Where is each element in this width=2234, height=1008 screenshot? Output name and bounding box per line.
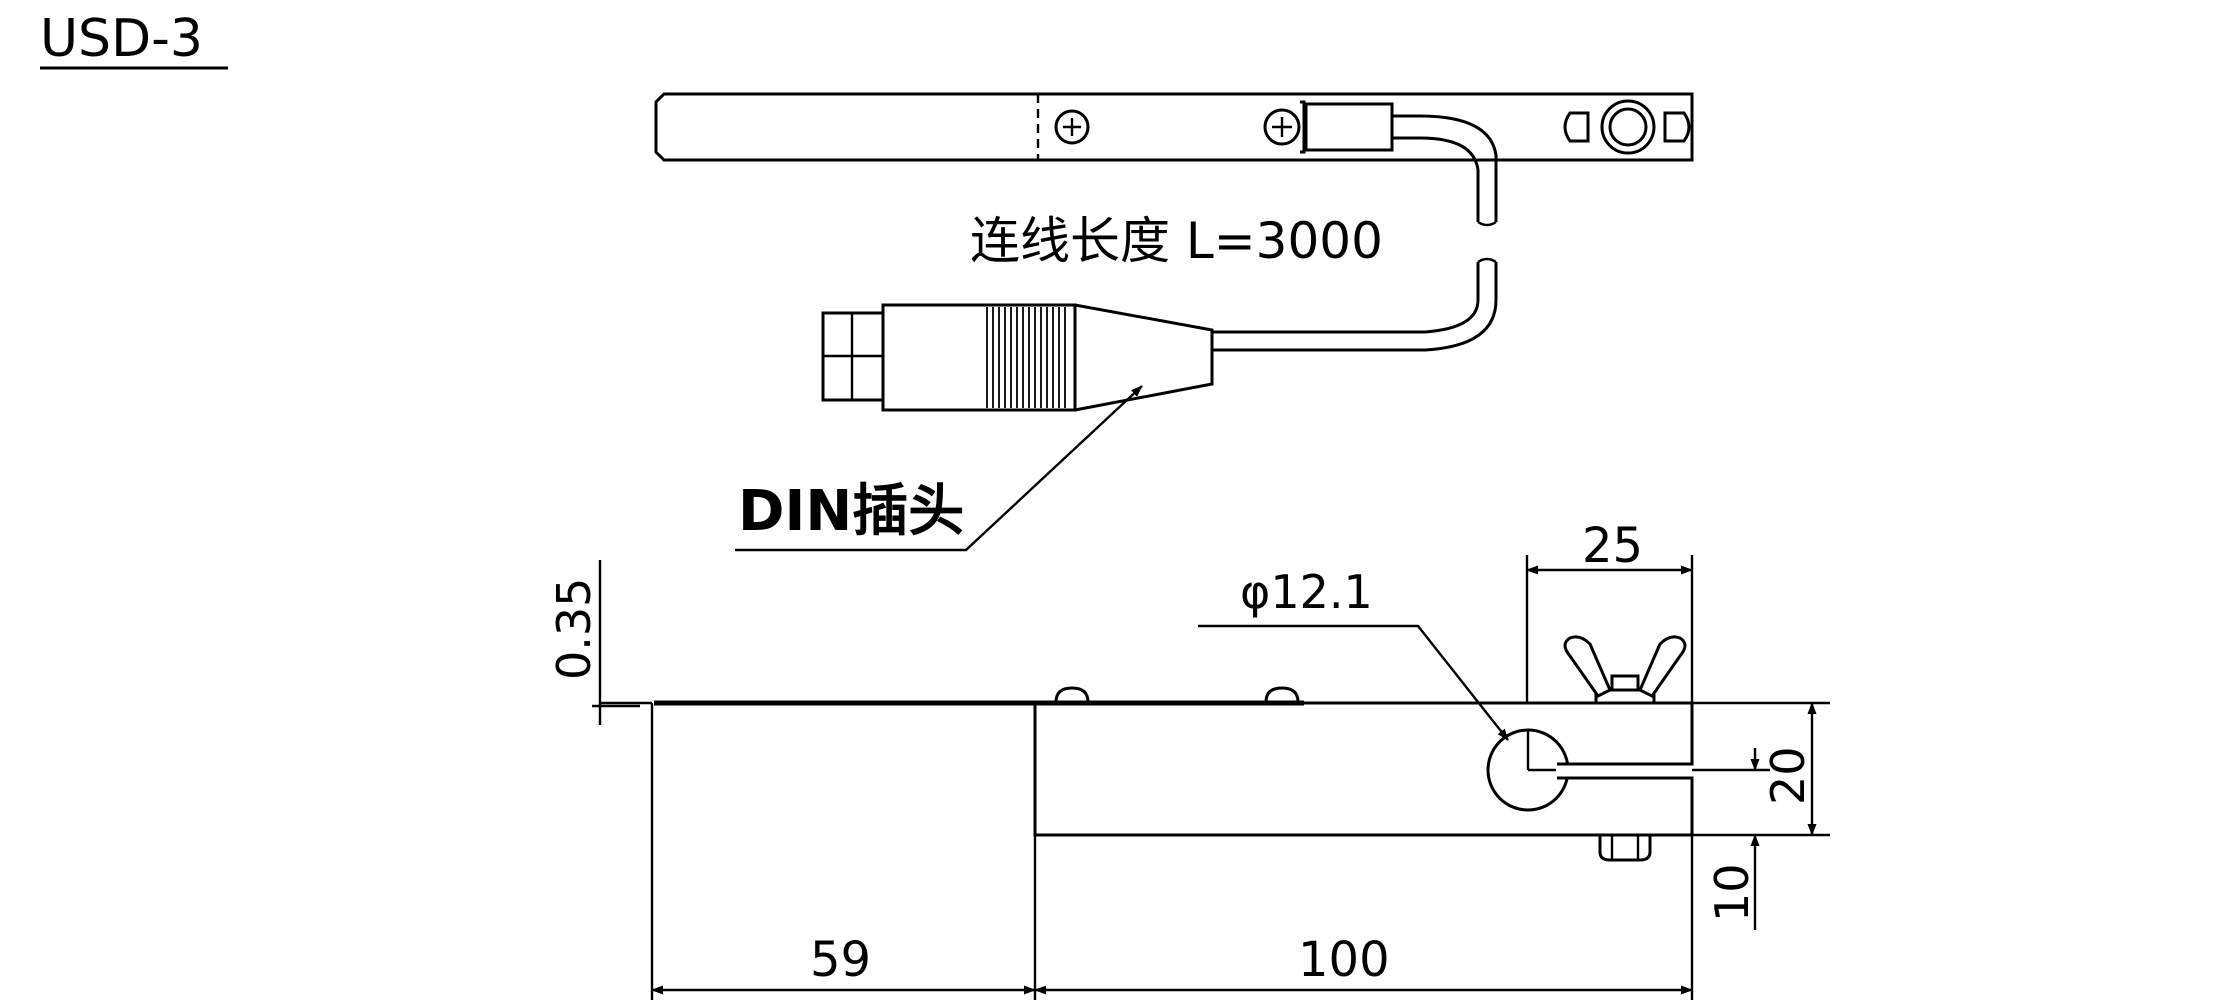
cable bbox=[1212, 114, 1498, 352]
dim-main-length: 100 bbox=[1034, 932, 1693, 995]
top-view bbox=[654, 92, 1694, 162]
dim-slot-offset: 10 bbox=[1705, 748, 1760, 930]
top-view-bar bbox=[654, 92, 1694, 162]
dim-height: 20 bbox=[1761, 702, 1817, 836]
dim-slot-offset-label: 10 bbox=[1705, 863, 1759, 922]
dim-hole-diameter: φ12.1 bbox=[1198, 565, 1509, 741]
side-view bbox=[650, 635, 1694, 1000]
wing-nut-top-icon bbox=[1563, 99, 1691, 155]
connector-leader bbox=[735, 385, 1143, 552]
dim-hole-diameter-label: φ12.1 bbox=[1240, 565, 1373, 619]
dim-left-length-label: 59 bbox=[810, 932, 871, 988]
bolt-head-icon bbox=[1598, 835, 1652, 862]
cable-clamp bbox=[1300, 100, 1394, 154]
screw-head-icon bbox=[1264, 686, 1300, 703]
wing-nut-icon bbox=[1563, 635, 1687, 705]
dim-height-label: 20 bbox=[1761, 746, 1815, 805]
model-title: USD-3 bbox=[40, 9, 203, 69]
screw-icon bbox=[1054, 109, 1090, 145]
dim-left-length: 59 bbox=[651, 932, 1036, 995]
connector-label: DIN插头 bbox=[738, 479, 964, 544]
screw-head-icon bbox=[1054, 686, 1090, 703]
dim-clamp-width: 25 bbox=[1526, 518, 1693, 575]
dim-thickness-label: 0.35 bbox=[547, 578, 601, 680]
cable-length-label: 连线长度 L=3000 bbox=[970, 212, 1383, 270]
din-connector-icon bbox=[821, 303, 1214, 412]
dim-thickness: 0.35 bbox=[547, 560, 652, 725]
dim-clamp-width-label: 25 bbox=[1582, 518, 1643, 574]
screw-icon bbox=[1263, 108, 1301, 146]
dim-main-length-label: 100 bbox=[1298, 932, 1390, 988]
